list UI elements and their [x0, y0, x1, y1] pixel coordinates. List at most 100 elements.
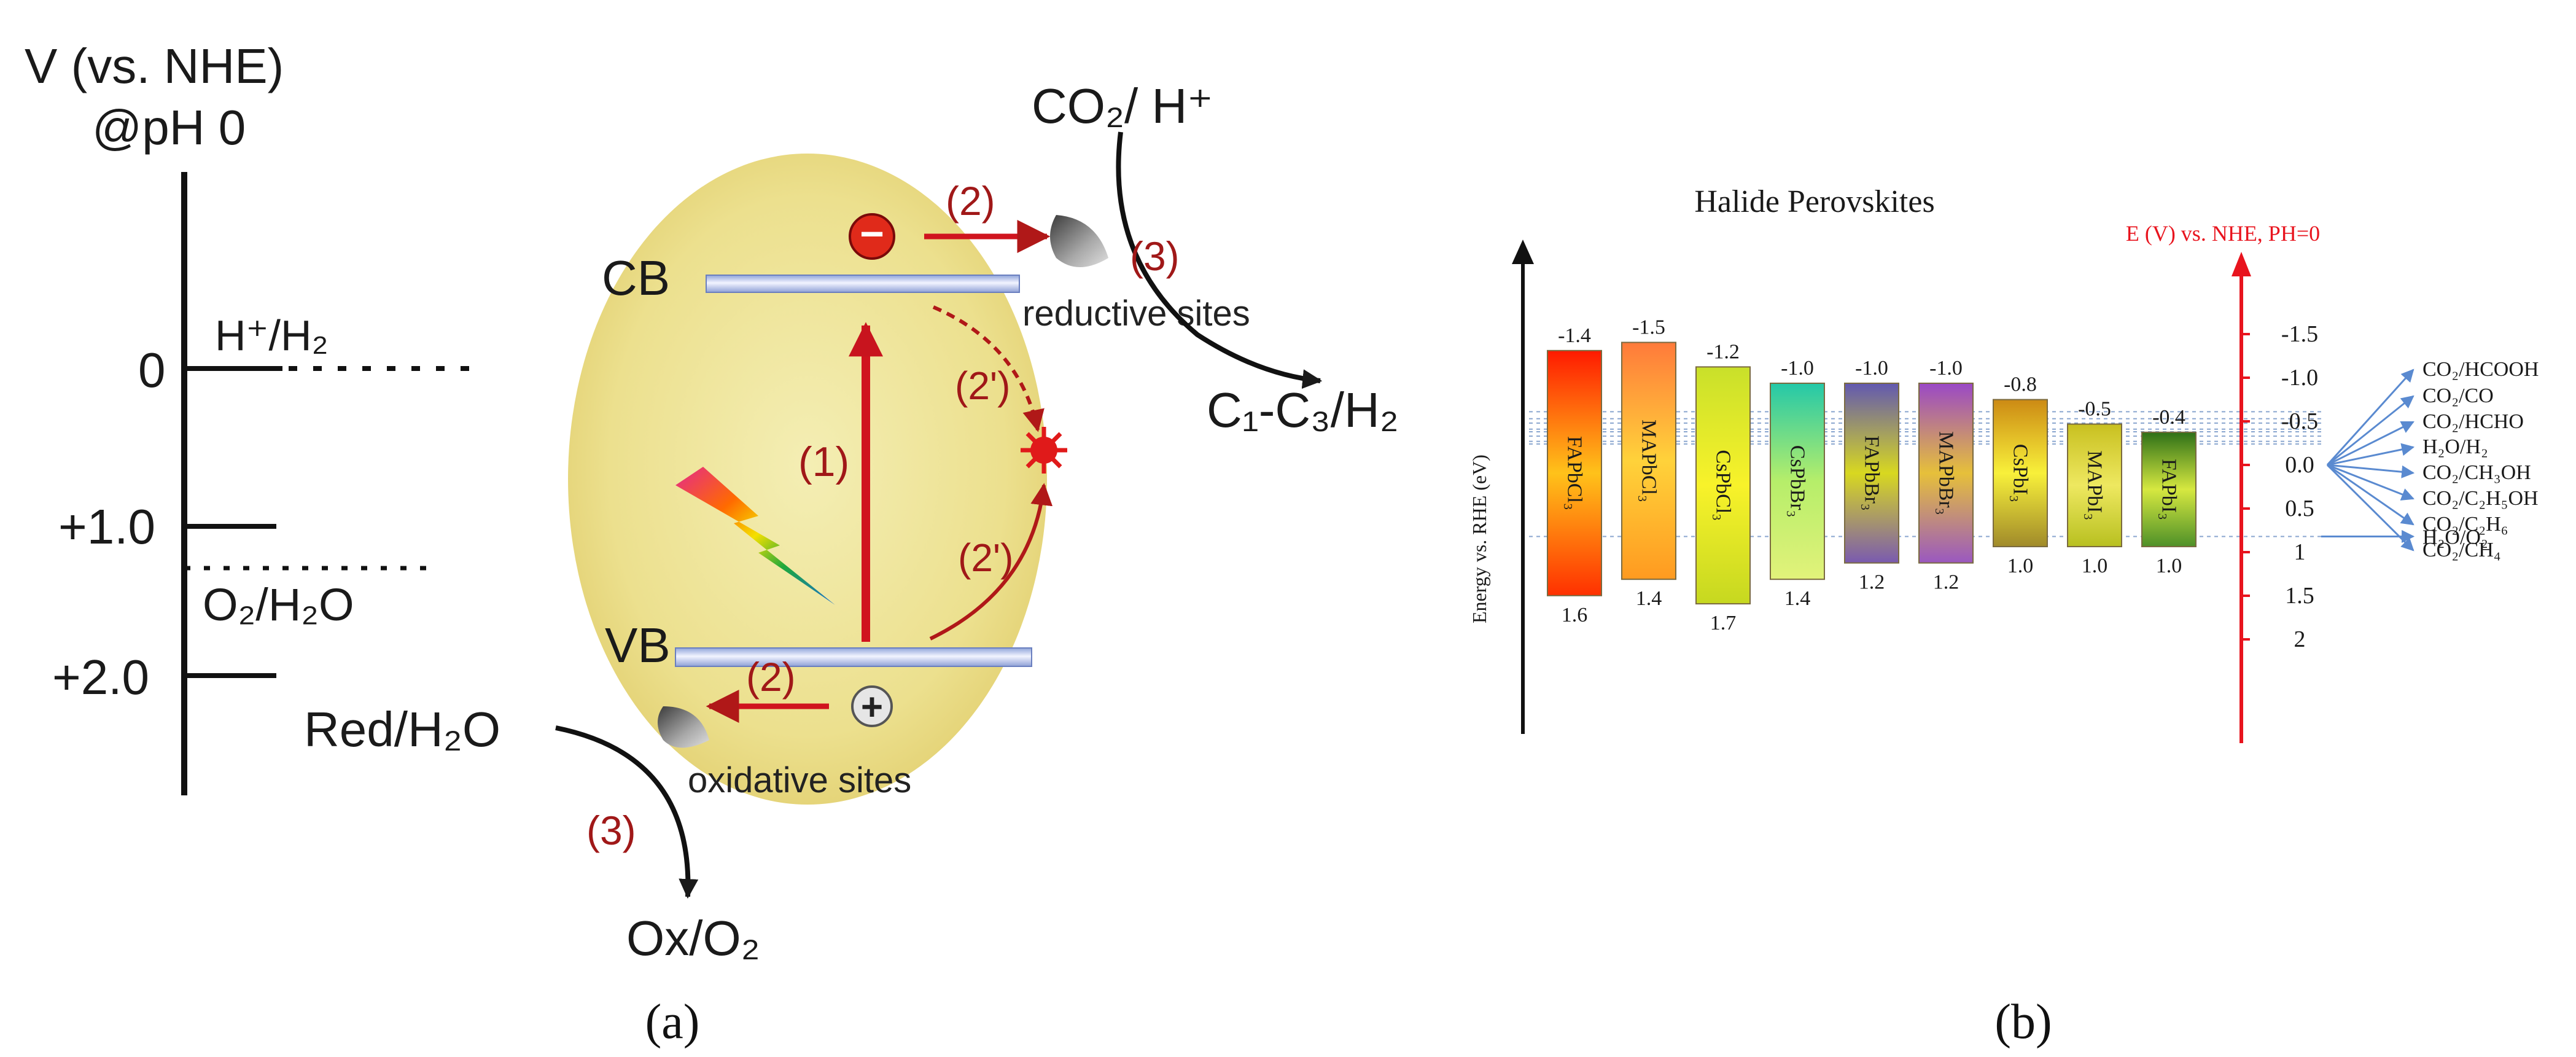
vb-label: VB — [605, 618, 671, 673]
bar-5 — [1844, 383, 1899, 564]
cb-value-label: -1.0 — [1855, 357, 1888, 380]
band-bars: FAPbCl₃ -1.4 1.6 MAPbCl₃ -1.5 1.4 CsPbCl₃ -1.2 1… — [1547, 316, 2197, 634]
vb-value-label: 1.6 — [1562, 604, 1588, 626]
vb-value-label: 1.0 — [2082, 555, 2108, 577]
bar-7-label: CsPbI₃ — [2009, 444, 2032, 502]
redox-arrow — [2326, 464, 2415, 552]
electron-sign: − — [860, 211, 884, 257]
vb-value-label: 1.7 — [1710, 612, 1737, 634]
h-couple-label: H⁺/H₂ — [215, 311, 329, 359]
vb-value-label: 1.2 — [1859, 571, 1885, 594]
tick-0-label: 0 — [138, 343, 166, 397]
vb-value-label: 1.0 — [2007, 555, 2034, 577]
cb-value-label: -1.0 — [1929, 357, 1963, 380]
redox-arrow — [2327, 464, 2415, 478]
bar-5-label: FAPbBr₃ — [1861, 435, 1883, 511]
reductive-sites-label: reductive sites — [1022, 294, 1250, 333]
vb-value-label: 1.4 — [1784, 587, 1811, 610]
vb-value-label: 1.0 — [2156, 555, 2182, 577]
redox-label: CO₂/HCOOH — [2422, 358, 2539, 381]
redox-label: CO₂/C₂H₅OH — [2422, 487, 2539, 510]
step-3-top-label: (3) — [1130, 233, 1180, 279]
bar-9 — [2141, 431, 2197, 547]
step-2p-top-label: (2') — [955, 364, 1010, 408]
redox-arrow — [2326, 369, 2415, 466]
right-tick-label: -1.0 — [2281, 365, 2318, 391]
cb-value-label: -0.5 — [2078, 398, 2111, 421]
products-label: C₁-C₃/H₂ — [1207, 383, 1399, 437]
hole-sign: + — [861, 686, 883, 728]
right-tick-label: 1 — [2294, 539, 2306, 565]
reductive-site-icon — [1050, 215, 1108, 267]
red-h2o-label: Red/H₂O — [304, 702, 500, 757]
redox-arrow — [2327, 464, 2415, 501]
cb-value-label: -1.0 — [1781, 357, 1814, 380]
cb-value-label: -1.4 — [1558, 324, 1591, 347]
bar-3 — [1695, 366, 1751, 605]
bar-1 — [1547, 349, 1602, 596]
right-tick-label: 0.5 — [2285, 496, 2314, 521]
electron-icon — [849, 213, 895, 260]
ox-o2-label: Ox/O₂ — [626, 911, 760, 965]
right-tick-label: -1.5 — [2281, 321, 2318, 347]
redox-label: CO₂/CH₃OH — [2422, 461, 2531, 484]
recombination-arrow-bottom — [929, 483, 1053, 641]
panel-b: Halide Perovskites Energy vs. RHE (eV) F… — [1468, 184, 2539, 1049]
bar-7 — [1993, 399, 2048, 547]
bar-2-label: MAPbCl₃ — [1638, 419, 1660, 502]
right-tick-label: 0.0 — [2285, 452, 2314, 478]
bar-4-label: CsPbBr₃ — [1786, 445, 1809, 518]
oxidative-site-icon — [658, 706, 709, 748]
co2-label: CO₂/ H⁺ — [1032, 79, 1213, 133]
valence-band — [675, 647, 1032, 667]
panel-a: V (vs. NHE) @pH 0 0 H⁺/H₂ +1.0 O₂/H₂O +2… — [25, 39, 1399, 1049]
redox-label: CO₂/HCHO — [2422, 410, 2524, 433]
cb-value-label: -1.5 — [1632, 316, 1665, 339]
redox-label: H₂O/H₂ — [2422, 435, 2488, 458]
bar-4 — [1770, 383, 1825, 580]
cb-value-label: -0.4 — [2152, 406, 2185, 429]
photocatalyst-particle — [568, 154, 1047, 805]
axis-title-line1: V (vs. NHE) — [25, 39, 284, 93]
step-2-bottom-label: (2) — [746, 654, 796, 700]
left-axis-arrowhead — [1512, 240, 1534, 264]
vb-value-label: 1.4 — [1636, 587, 1662, 610]
redox-arrow — [2327, 464, 2415, 526]
right-axis-arrowhead — [2232, 252, 2251, 276]
bar-2 — [1621, 341, 1676, 580]
oxidation-path-arrow — [555, 725, 699, 899]
right-axis-label: E (V) vs. NHE, PH=0 — [2126, 221, 2320, 246]
tick-2-label: +2.0 — [52, 650, 149, 704]
o-couple-label: O₂/H₂O — [203, 579, 354, 630]
chart-title: Halide Perovskites — [1694, 184, 1934, 219]
step-2-top-label: (2) — [946, 178, 995, 224]
light-bolt-icon — [675, 467, 835, 605]
axis-title-line2: @pH 0 — [92, 100, 246, 155]
reduction-path-arrow — [1116, 131, 1323, 389]
right-tick-label: 2 — [2294, 626, 2306, 652]
caption-b: (b) — [1994, 995, 2052, 1049]
caption-a: (a) — [645, 995, 700, 1049]
bar-6 — [1918, 383, 1974, 564]
bar-8 — [2067, 423, 2122, 547]
vb-value-label: 1.2 — [1933, 571, 1959, 594]
right-tick-label: 1.5 — [2285, 583, 2314, 609]
bar-9-label: FAPbI₃ — [2158, 459, 2181, 520]
cb-label: CB — [602, 251, 670, 305]
recombination-arrow-top — [932, 305, 1045, 432]
redox-label: CO₂/C₂H₆ — [2422, 513, 2508, 536]
oxidative-sites-label: oxidative sites — [688, 760, 911, 800]
left-axis-label: Energy vs. RHE (eV) — [1468, 454, 1490, 623]
step-2p-bottom-label: (2') — [958, 536, 1013, 580]
redox-label: CO₂/CO — [2422, 384, 2494, 407]
redox-arrow — [2327, 443, 2415, 466]
bar-6-label: MAPbBr₃ — [1935, 431, 1958, 515]
right-tick-label: -0.5 — [2281, 408, 2318, 434]
cb-value-label: -1.2 — [1706, 340, 1740, 363]
bar-3-label: CsPbCl₃ — [1712, 450, 1735, 521]
bar-1-label: FAPbCl₃ — [1563, 436, 1586, 510]
right-axis-ticks: -1.5 -1.0 -0.5 0.0 0.5 1 1.5 2 — [2241, 321, 2318, 652]
step-1-label: (1) — [798, 439, 849, 485]
